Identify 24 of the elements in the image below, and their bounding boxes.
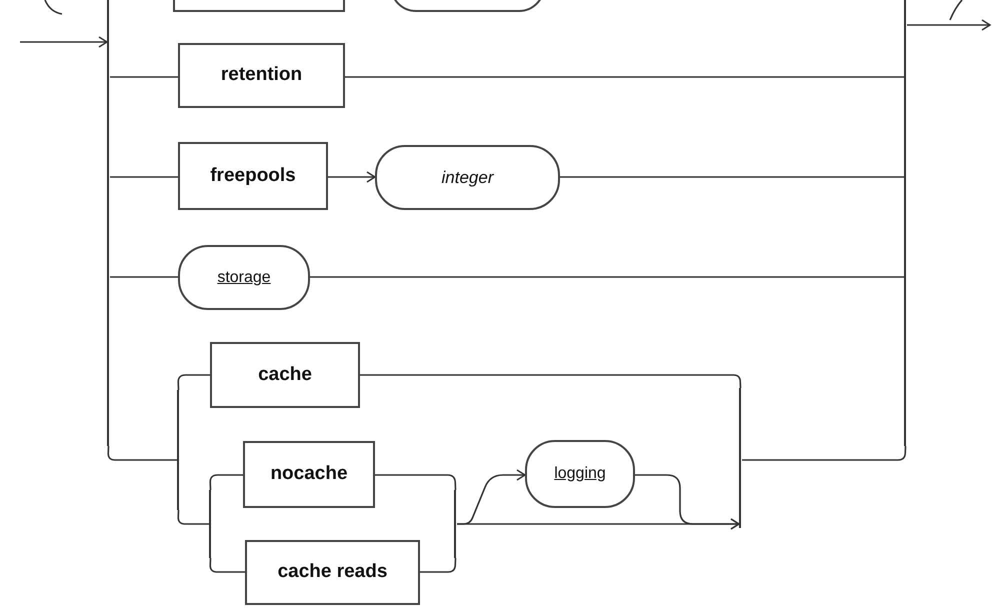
arrow xyxy=(907,19,991,31)
keyword-text: retention xyxy=(220,63,302,88)
track-line xyxy=(560,176,904,178)
keyword-box xyxy=(210,342,360,408)
keyword-text: integer xyxy=(442,166,494,189)
track-line xyxy=(110,276,178,278)
keyword-text: nocache xyxy=(270,462,348,486)
arrow xyxy=(328,171,376,183)
keyword-text: freepools xyxy=(210,164,296,188)
keyword-text: storage xyxy=(217,268,271,288)
track-line xyxy=(110,176,178,178)
track-line xyxy=(345,76,904,78)
keyword-text: cache reads xyxy=(278,560,388,584)
track-line xyxy=(375,474,456,490)
keyword-box xyxy=(178,142,328,210)
keyword-box xyxy=(245,540,420,605)
keyword-box xyxy=(178,43,345,108)
keyword-text: logging xyxy=(554,464,606,484)
track-line xyxy=(110,76,178,78)
arrow xyxy=(635,474,740,530)
track-line xyxy=(310,276,904,278)
keyword-text: cache xyxy=(258,362,312,387)
arrow xyxy=(20,36,108,48)
keyword-box xyxy=(243,441,375,508)
